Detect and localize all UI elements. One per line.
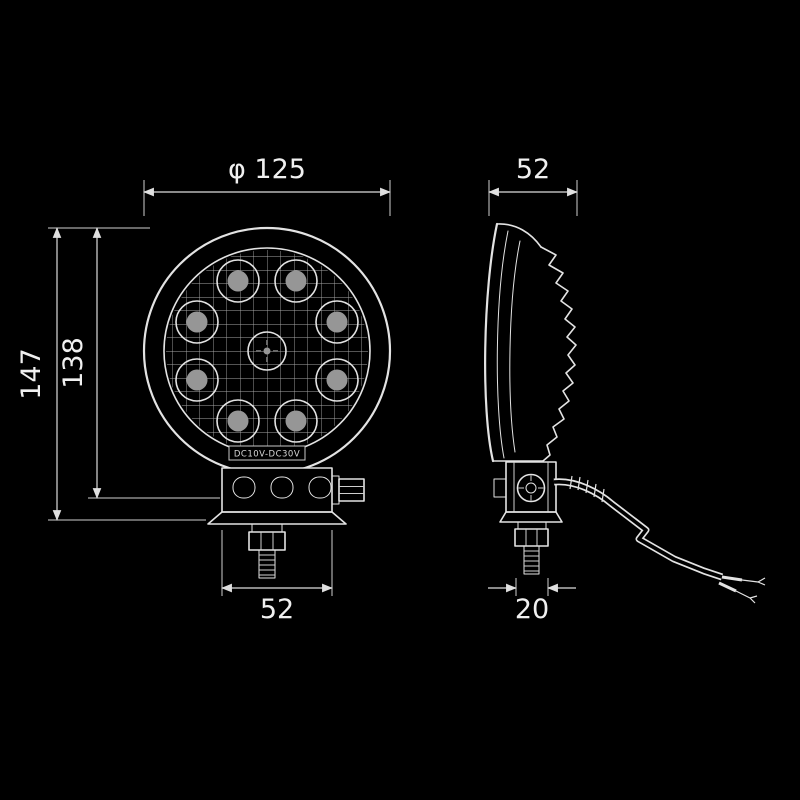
- side-mounting-stud: [514, 521, 549, 575]
- bracket-base: [207, 511, 347, 525]
- front-mounting-stud: [248, 523, 286, 579]
- side-depth-label: 52: [516, 154, 550, 185]
- lens-voltage-plate: DC10V-DC30V: [228, 445, 306, 461]
- strain-relief-coil: [569, 475, 605, 503]
- side-depth-dimension: 52: [488, 154, 578, 216]
- heatsink-fins: [540, 246, 577, 462]
- side-bracket: [493, 461, 563, 575]
- bracket-slot: [270, 476, 294, 499]
- power-cable: [553, 475, 766, 604]
- bracket-slot: [308, 476, 332, 499]
- led: [175, 358, 219, 402]
- lens-voltage-label: DC10V-DC30V: [234, 450, 300, 460]
- front-diameter-label: φ 125: [228, 154, 306, 185]
- front-bracket-width-label: 52: [260, 594, 294, 625]
- body-height-dimension: 138: [58, 227, 220, 499]
- side-knob-bolt: [331, 475, 365, 505]
- overall-height-label: 147: [16, 348, 47, 400]
- front-view: DC10V-DC30V: [142, 226, 392, 579]
- wire-ends: [718, 575, 766, 604]
- led: [315, 358, 359, 402]
- front-bracket: [207, 467, 365, 579]
- led: [274, 399, 318, 443]
- led: [216, 259, 260, 303]
- side-lens-edge: [484, 222, 499, 463]
- front-bracket-plate: [221, 467, 333, 513]
- led: [274, 259, 318, 303]
- side-bracket-width-dimension: 20: [488, 578, 576, 625]
- front-diameter-dimension: φ 125: [143, 154, 391, 216]
- led: [175, 300, 219, 344]
- side-bracket-width-label: 20: [515, 594, 549, 625]
- led: [315, 300, 359, 344]
- front-bracket-width-dimension: 52: [221, 530, 333, 625]
- bracket-slot: [232, 476, 256, 499]
- side-top-edge: [496, 223, 542, 248]
- bezel-arc: [496, 230, 509, 459]
- side-bolt-head: [493, 478, 507, 498]
- led-array: [175, 259, 359, 443]
- dimensions: φ 125 52 147 138 52: [16, 154, 578, 625]
- pivot-screw: [516, 473, 546, 503]
- led-center: [247, 331, 287, 371]
- led: [216, 399, 260, 443]
- body-height-label: 138: [58, 337, 89, 389]
- bezel-arc: [509, 240, 521, 453]
- side-view: [484, 222, 766, 604]
